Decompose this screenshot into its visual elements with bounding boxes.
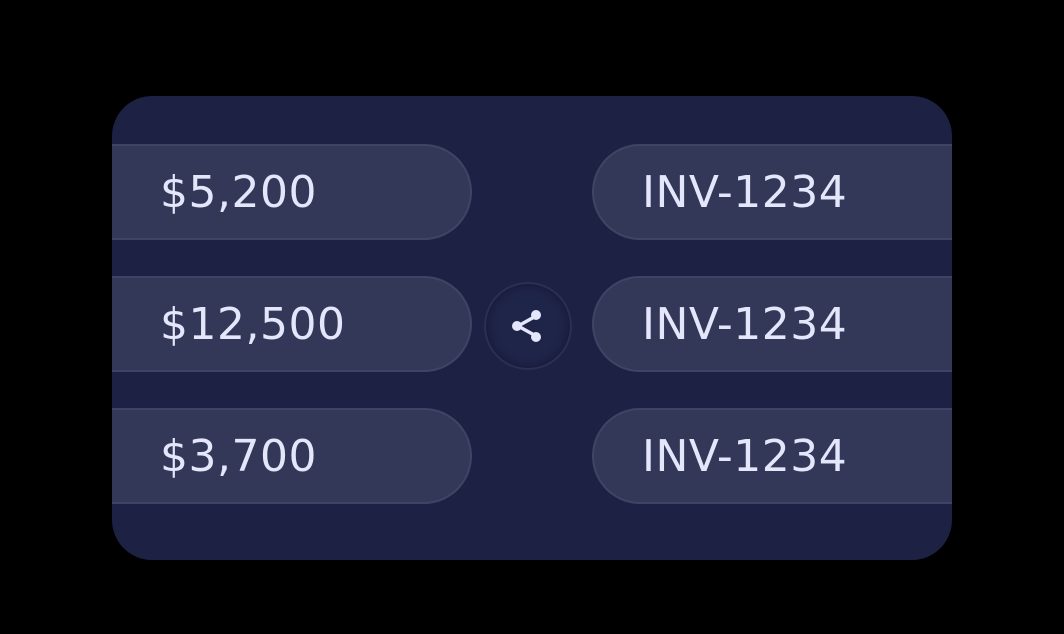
amount-item[interactable]: $3,700: [112, 408, 472, 504]
amount-value: $5,200: [160, 166, 317, 218]
share-button[interactable]: [484, 282, 572, 370]
invoice-item[interactable]: INV-1234: [592, 144, 952, 240]
amount-item[interactable]: $5,200: [112, 144, 472, 240]
amount-value: $12,500: [160, 298, 346, 350]
invoice-id: INV-1234: [642, 298, 848, 350]
invoice-item[interactable]: INV-1234: [592, 408, 952, 504]
share-icon: [512, 310, 541, 342]
match-card: $5,200 $12,500 $3,700 INV-1234 INV-1234 …: [112, 96, 952, 560]
invoice-id: INV-1234: [642, 430, 848, 482]
invoice-item[interactable]: INV-1234: [592, 276, 952, 372]
amount-item[interactable]: $12,500: [112, 276, 472, 372]
invoice-id: INV-1234: [642, 166, 848, 218]
amount-value: $3,700: [160, 430, 317, 482]
